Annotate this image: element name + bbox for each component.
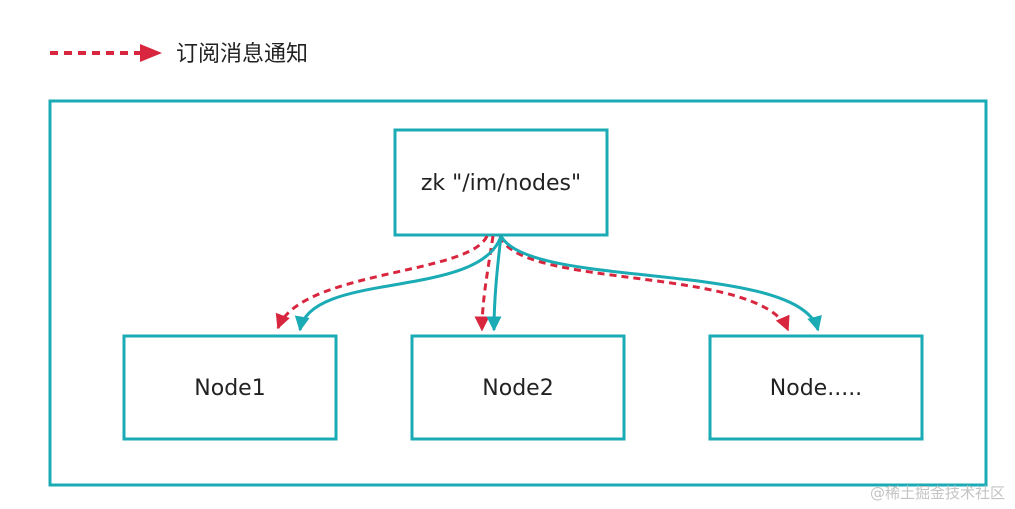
node-box-1: Node1: [122, 334, 338, 441]
node-box-2: Node2: [410, 334, 626, 441]
notify-arrow-node3: [498, 235, 790, 332]
node-3-label: Node.....: [770, 376, 862, 401]
watch-arrow-node2: [486, 235, 503, 332]
watermark: @稀土掘金技术社区: [870, 484, 1005, 502]
notify-arrow-node1: [275, 235, 489, 330]
node-1-label: Node1: [194, 376, 265, 401]
cluster-container: [48, 99, 988, 487]
legend-arrowhead-icon: [140, 44, 162, 62]
node-box-2-border: [410, 334, 626, 441]
notify-arrows: [275, 235, 790, 332]
node-box-1-border: [122, 334, 338, 441]
legend: 订阅消息通知: [50, 42, 308, 67]
watch-arrow-node3: [499, 235, 822, 332]
node-2-label: Node2: [482, 376, 553, 401]
zk-box-border: [393, 128, 609, 237]
legend-label: 订阅消息通知: [176, 42, 308, 67]
node-box-3: Node.....: [708, 334, 924, 441]
zk-label: zk "/im/nodes": [421, 171, 581, 196]
watch-arrow-node1: [294, 235, 503, 332]
zk-box: zk "/im/nodes": [393, 128, 609, 237]
watch-arrows: [294, 235, 822, 332]
node-box-3-border: [708, 334, 924, 441]
notify-arrow-node2: [474, 235, 495, 332]
